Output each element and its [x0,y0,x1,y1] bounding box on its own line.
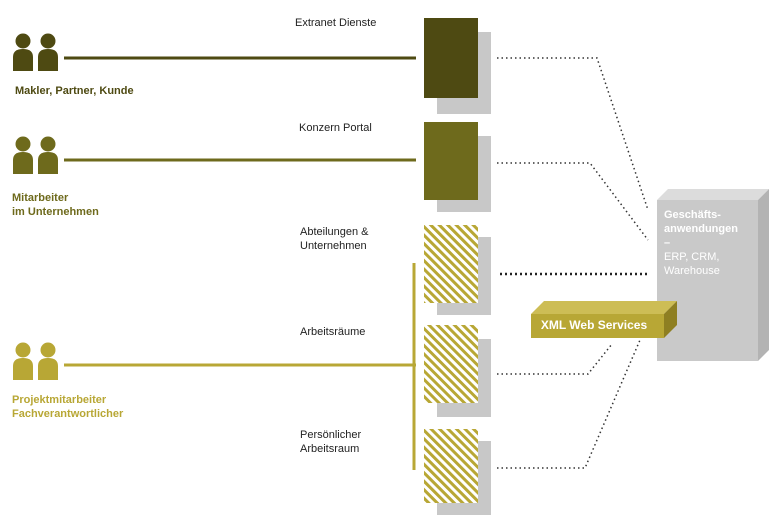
xml-services-label: XML Web Services [540,318,648,332]
box-label-line: Unternehmen [300,240,367,252]
dotted-connector [497,343,613,375]
group-label-makler: Makler, Partner, Kunde [15,85,134,97]
server-dash: – [664,237,671,249]
box-label-konzern: Konzern Portal [299,122,372,134]
dotted-connector [497,162,649,241]
person-group-icon [13,33,58,71]
box-persoenlich [424,429,478,503]
box-arbeitsraeume [424,325,478,403]
box-label-arbeitsraeume: Arbeitsräume [300,326,366,338]
box-label-extranet: Extranet Dienste [295,17,377,29]
xml-services-block [531,301,677,338]
box-label-line: Arbeitsraum [300,443,360,455]
group-label-line: Mitarbeiter [12,192,69,204]
group-label-line: im Unternehmen [12,206,99,218]
server-block [657,189,769,361]
box-label-persoenlich: Persönlicher Arbeitsraum [300,428,361,456]
box-konzern [424,122,478,200]
person-group-icon [13,136,58,174]
box-label-line: Persönlicher [300,429,362,441]
server-label: Geschäfts- anwendungen – ERP, CRM, Wareh… [664,208,738,278]
group-label-mitarbeiter: Mitarbeiter im Unternehmen [12,191,99,219]
server-sub-line: Warehouse [664,265,720,277]
server-title-line: anwendungen [664,223,738,235]
person-group-icon [13,342,58,380]
box-abteilungen [424,225,478,303]
box-label-line: Abteilungen & [300,226,369,238]
dotted-connector [497,339,641,469]
box-label-abteilungen: Abteilungen & Unternehmen [300,225,369,253]
dotted-connectors [497,57,649,469]
dotted-connector [497,57,649,211]
server-title-line: Geschäfts- [664,209,721,221]
group-label-line: Projektmitarbeiter [12,394,107,406]
group-label-line: Fachverantwortlicher [12,408,124,420]
server-sub-line: ERP, CRM, [664,251,720,263]
group-label-projekt: Projektmitarbeiter Fachverantwortlicher [12,393,123,421]
box-extranet [424,18,478,98]
